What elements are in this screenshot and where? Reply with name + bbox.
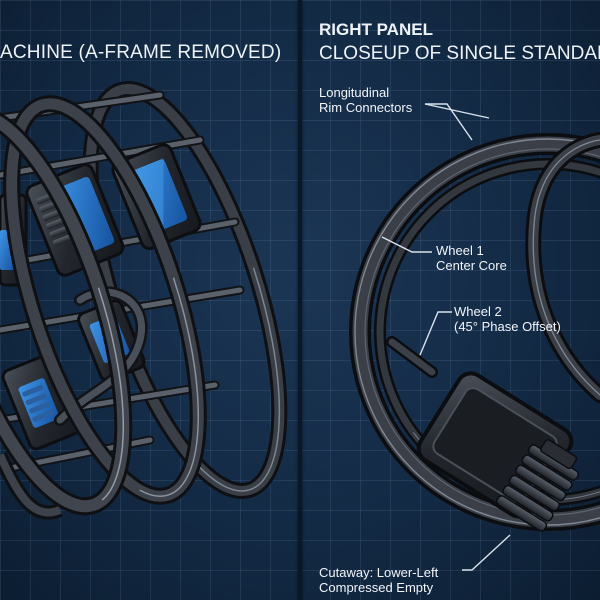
callout-center-core-line2: Center Core <box>436 257 507 273</box>
left-panel-title: ACHINE (A-FRAME REMOVED) <box>0 42 282 63</box>
callout-center-core-line1: Wheel 1 <box>436 243 484 258</box>
curved-spoke <box>525 132 600 403</box>
leader-center-core <box>381 236 432 253</box>
callout-cutaway-line1: Cutaway: Lower-Left <box>319 565 439 580</box>
closeup-spring-coil <box>495 438 579 532</box>
callout-phase-offset-line1: Wheel 2 <box>454 304 502 319</box>
panel-divider <box>298 0 302 600</box>
right-wheel-closeup <box>349 103 600 571</box>
callout-rim-connectors-line1: Longitudinal <box>319 85 390 100</box>
left-edge-rim <box>0 452 63 520</box>
callout-rim-connectors: Longitudinal Rim Connectors <box>319 85 413 116</box>
callout-cutaway-line2: Compressed Empty <box>319 579 434 595</box>
spring-coil <box>35 193 71 247</box>
left-wheel-assembly <box>0 81 288 520</box>
callout-rim-connectors-line2: Rim Connectors <box>319 99 413 115</box>
leader-phase-offset <box>419 311 452 356</box>
callout-center-core: Wheel 1 Center Core <box>436 243 507 274</box>
leader-cutaway <box>462 534 511 571</box>
closeup-weight-box <box>416 371 579 532</box>
callout-phase-offset-line2: (45° Phase Offset) <box>454 318 561 334</box>
right-panel-subtitle: CLOSEUP OF SINGLE STANDAR <box>319 43 600 64</box>
right-panel-heading: RIGHT PANEL <box>319 20 433 39</box>
weight-arm <box>386 336 438 378</box>
leader-rim-connectors-secondary <box>424 103 490 119</box>
leader-lines <box>381 103 511 571</box>
front-rim-ring <box>0 104 133 516</box>
leader-rim-connectors <box>425 103 473 141</box>
callout-cutaway: Cutaway: Lower-Left Compressed Empty <box>319 565 439 596</box>
middle-rim-ring <box>3 95 207 505</box>
callout-phase-offset: Wheel 2 (45° Phase Offset) <box>454 304 561 335</box>
